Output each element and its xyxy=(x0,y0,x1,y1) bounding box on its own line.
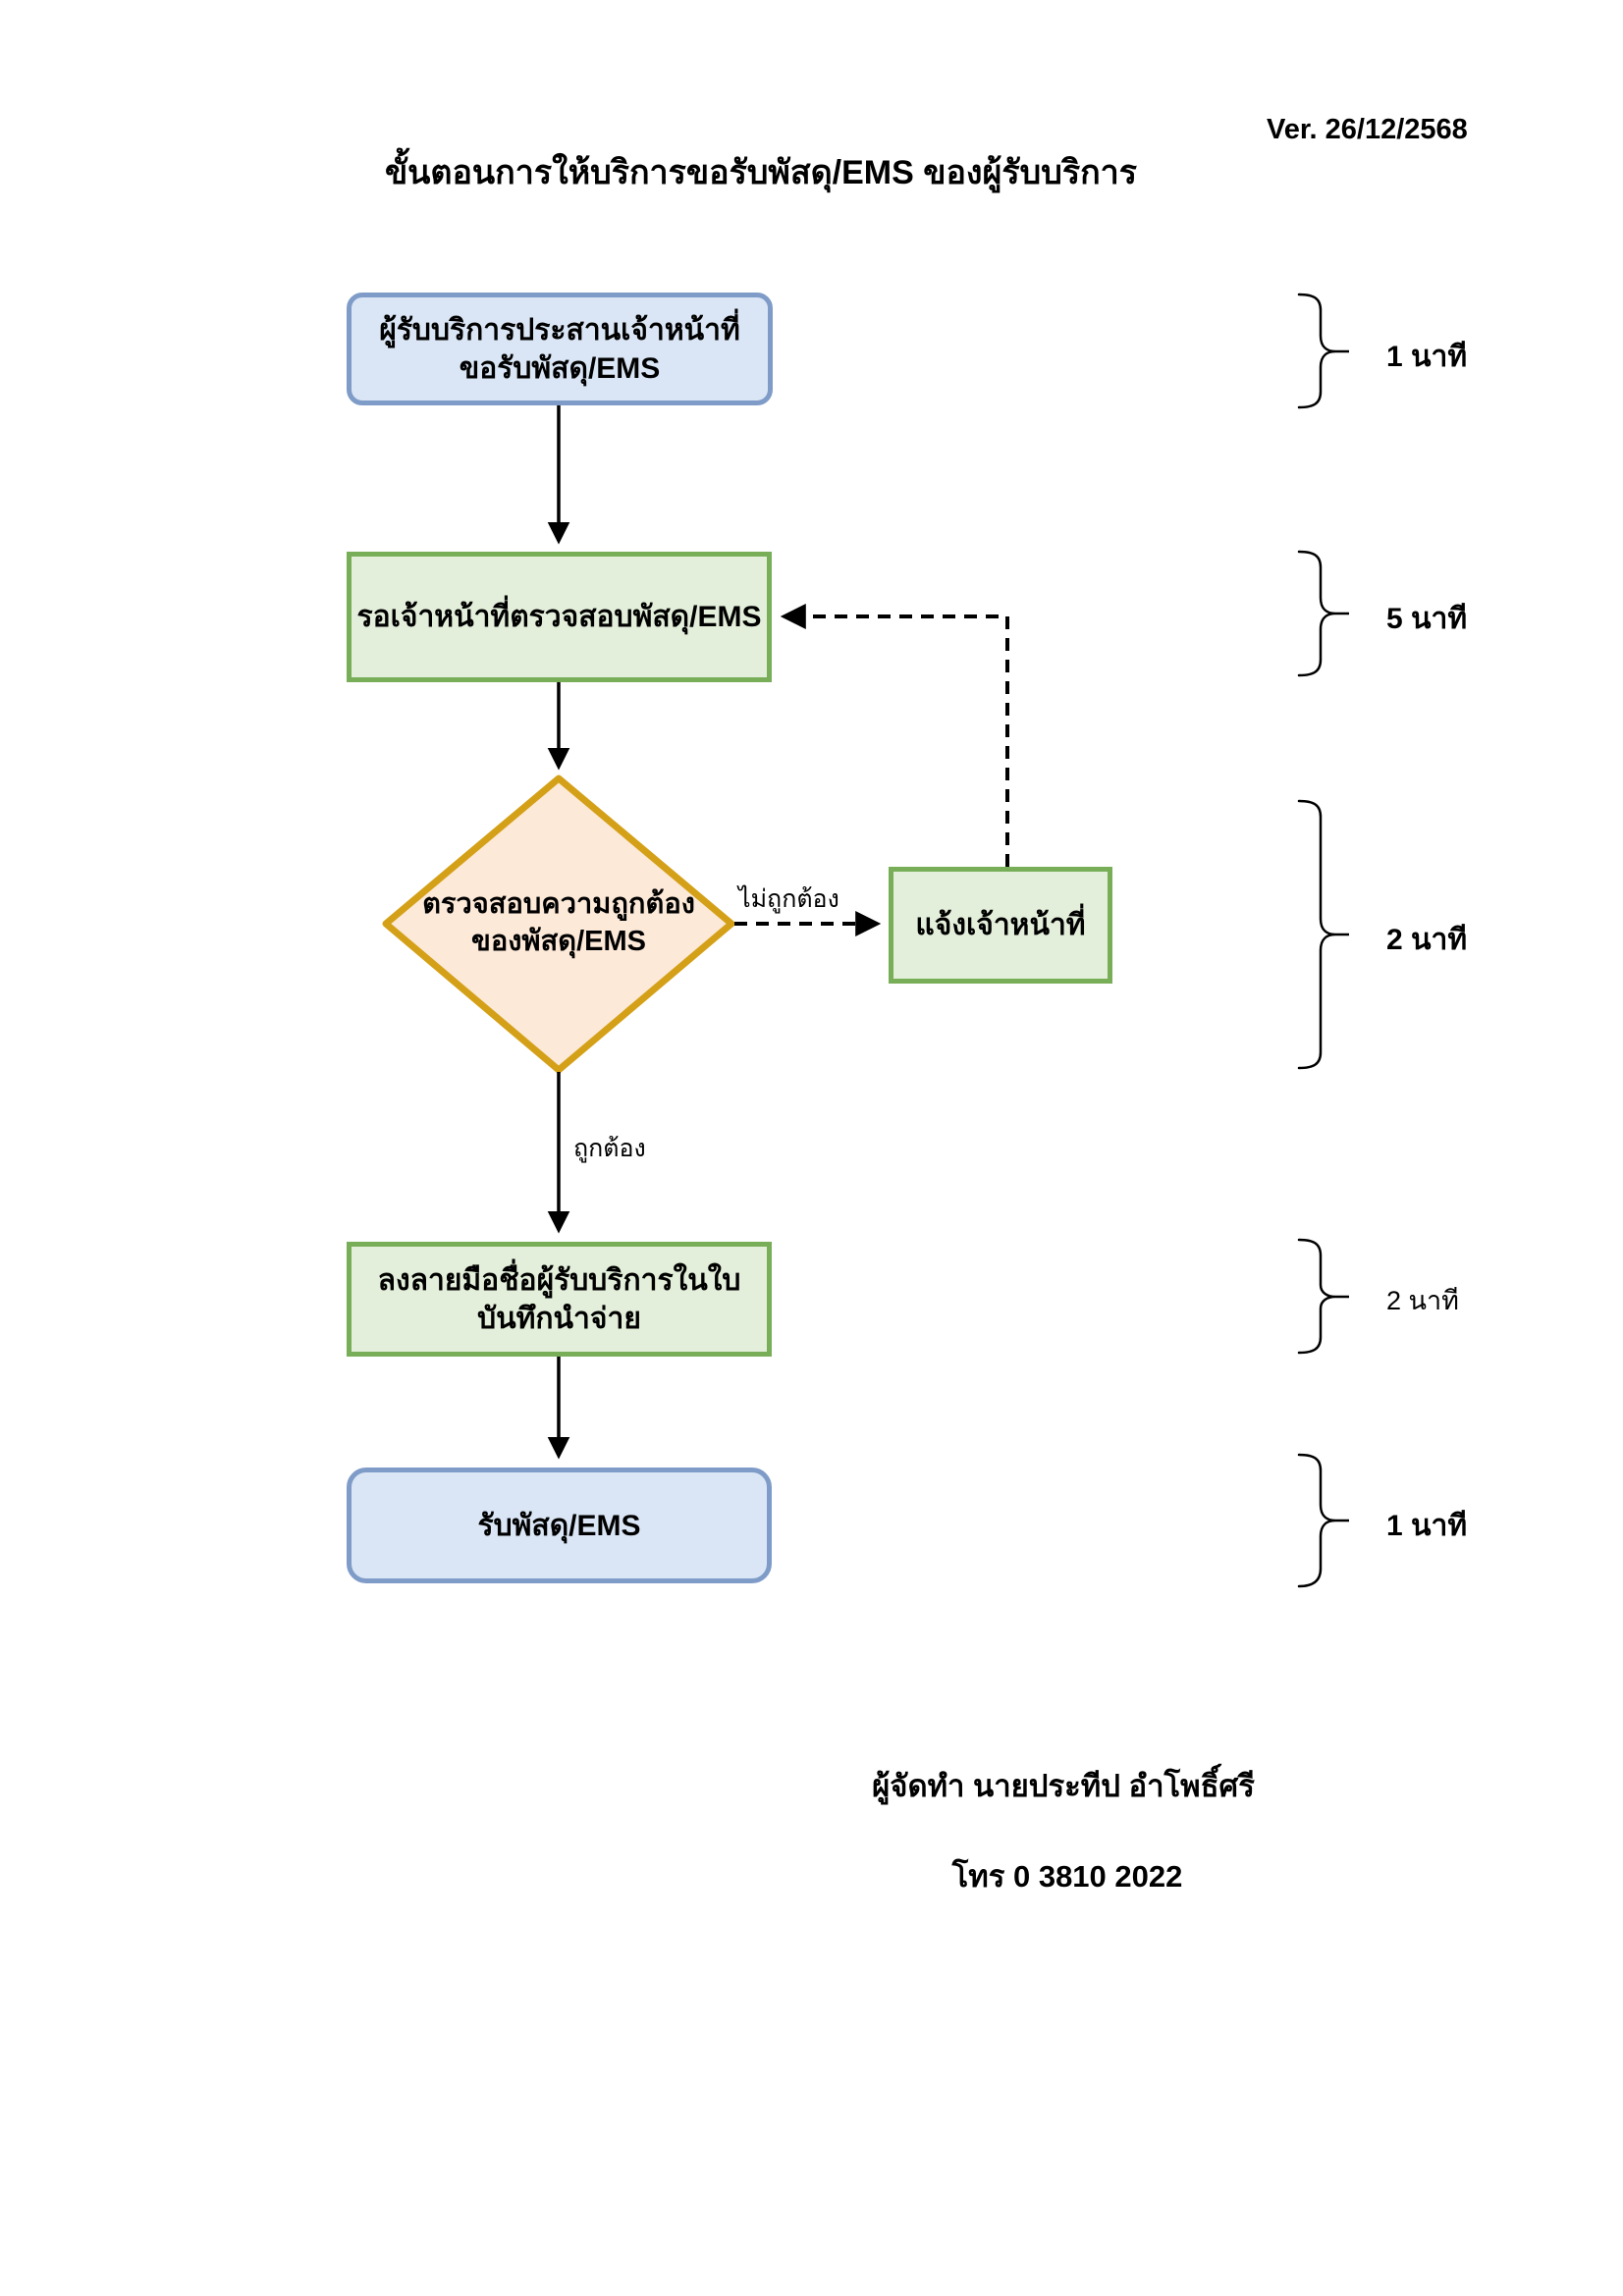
node-sign: ลงลายมือชื่อผู้รับบริการในใบ บันทึกนำจ่า… xyxy=(347,1242,772,1357)
page-title: ขั้นตอนการให้บริการขอรับพัสดุ/EMS ของผู้… xyxy=(384,154,1138,191)
footer-author: ผู้จัดทำ นายประทีป อำโพธิ์ศรี xyxy=(872,1769,1255,1803)
edge-label-incorrect: ไม่ถูกต้อง xyxy=(738,885,839,913)
duration-label: 2 นาที xyxy=(1386,1286,1459,1315)
node-receive: รับพัสดุ/EMS xyxy=(347,1468,772,1583)
brace-icon xyxy=(1297,1453,1349,1588)
duration-label: 2 นาที xyxy=(1386,924,1468,956)
duration-label: 1 นาที xyxy=(1386,341,1468,373)
node-notify: แจ้งเจ้าหน้าที่ xyxy=(889,867,1112,984)
node-start: ผู้รับบริการประสานเจ้าหน้าที่ ขอรับพัสดุ… xyxy=(347,293,773,405)
brace-icon xyxy=(1297,293,1349,409)
duration-label: 1 นาที xyxy=(1386,1510,1468,1542)
brace-icon xyxy=(1297,1238,1349,1355)
brace-icon xyxy=(1297,799,1349,1070)
node-decision: ตรวจสอบความถูกต้อง ของพัสดุ/EMS xyxy=(422,888,695,957)
duration-label: 5 นาที xyxy=(1386,603,1468,635)
edge-label-correct: ถูกต้อง xyxy=(573,1135,646,1162)
dashed-arrow-notify-to-wait xyxy=(780,604,1009,867)
brace-icon xyxy=(1297,550,1349,677)
node-wait: รอเจ้าหน้าที่ตรวจสอบพัสดุ/EMS xyxy=(347,552,772,682)
version-label: Ver. 26/12/2568 xyxy=(1267,114,1468,145)
footer-phone: โทร 0 3810 2022 xyxy=(951,1859,1183,1894)
